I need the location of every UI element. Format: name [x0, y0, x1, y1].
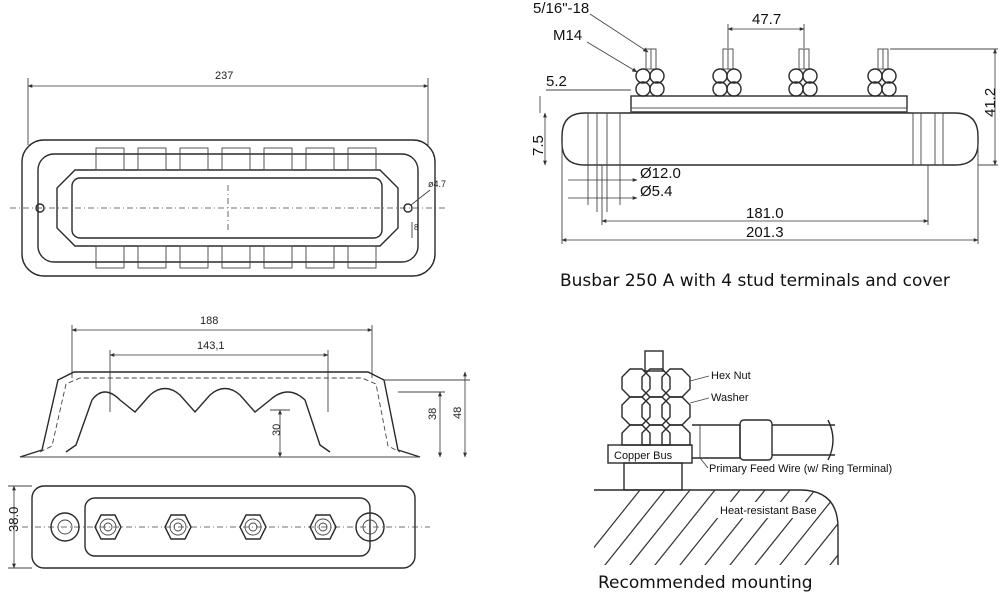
end-hole-left	[50, 512, 80, 542]
busbar-side-view: 47.7 5/16"-18 M14 5.2 7.5 41.2 Ø12.0 Ø5.…	[530, 0, 999, 244]
hole-outer-diameter-label: Ø12.0	[640, 165, 681, 182]
hole-inner-diameter-label: Ø5.4	[640, 183, 673, 200]
busbar-top-view: 38.0	[6, 485, 430, 569]
stud-pitch-label: 47.7	[752, 11, 781, 28]
total-height-label: 41.2	[982, 88, 999, 117]
feed-wire-label: Primary Feed Wire (w/ Ring Terminal)	[709, 463, 892, 475]
hex-nut-label: Hex Nut	[711, 370, 751, 382]
stud-terminals	[635, 48, 897, 97]
mounting-caption: Recommended mounting	[598, 573, 813, 593]
edge-offset-label: 8	[414, 223, 419, 232]
copper-bus-label: Copper Bus	[614, 450, 673, 462]
top-view-studs	[94, 514, 337, 540]
busbar-top-height-label: 38.0	[6, 507, 21, 532]
cover-side-view: 188 143,1 30 38 48	[19, 315, 470, 458]
base-height-label: 7.5	[530, 135, 547, 156]
stud-2	[712, 48, 742, 97]
mounting-diagram: Heat-resistant Base Copper Bus Hex Nut W…	[594, 350, 892, 565]
stud-top	[644, 350, 664, 372]
cover-side-width-label: 188	[200, 315, 218, 327]
cover-side-inner-height-label: 30	[271, 424, 283, 436]
feed-wire	[692, 419, 835, 461]
cover-side-inner-label: 143,1	[197, 340, 225, 352]
heat-resistant-base	[594, 489, 839, 565]
cover-profile-outer	[19, 371, 421, 458]
end-hole-right	[355, 512, 385, 542]
mount-hole-left	[35, 203, 45, 213]
cover-side-mid-height-label: 38	[427, 408, 439, 420]
hole-diameter-label: ø4.7	[428, 179, 446, 189]
hex-nut-stack	[621, 368, 691, 446]
stud-1	[635, 48, 665, 97]
hole-spacing-label: 181.0	[746, 205, 784, 222]
stud-4	[867, 48, 897, 97]
cover-side-total-height-label: 48	[452, 407, 464, 419]
busbar-base	[561, 112, 979, 166]
cover-top-view: 237 ø4.7 8	[10, 70, 446, 277]
busbar-caption: Busbar 250 A with 4 stud terminals and c…	[560, 271, 950, 291]
cover-width-label: 237	[215, 70, 233, 82]
base-label: Heat-resistant Base	[720, 505, 817, 517]
base-step-label: 5.2	[546, 73, 567, 90]
cover-outline	[21, 139, 436, 277]
cover-ribs-bottom	[95, 245, 377, 269]
stud-3	[788, 48, 818, 97]
cover-ribs-top	[95, 147, 377, 171]
total-length-label: 201.3	[746, 224, 784, 241]
thread-imperial-label: 5/16"-18	[533, 0, 589, 17]
thread-metric-label: M14	[553, 27, 582, 44]
washer-label: Washer	[711, 392, 749, 404]
copper-bar	[630, 95, 908, 113]
mount-hole-right	[403, 203, 413, 213]
